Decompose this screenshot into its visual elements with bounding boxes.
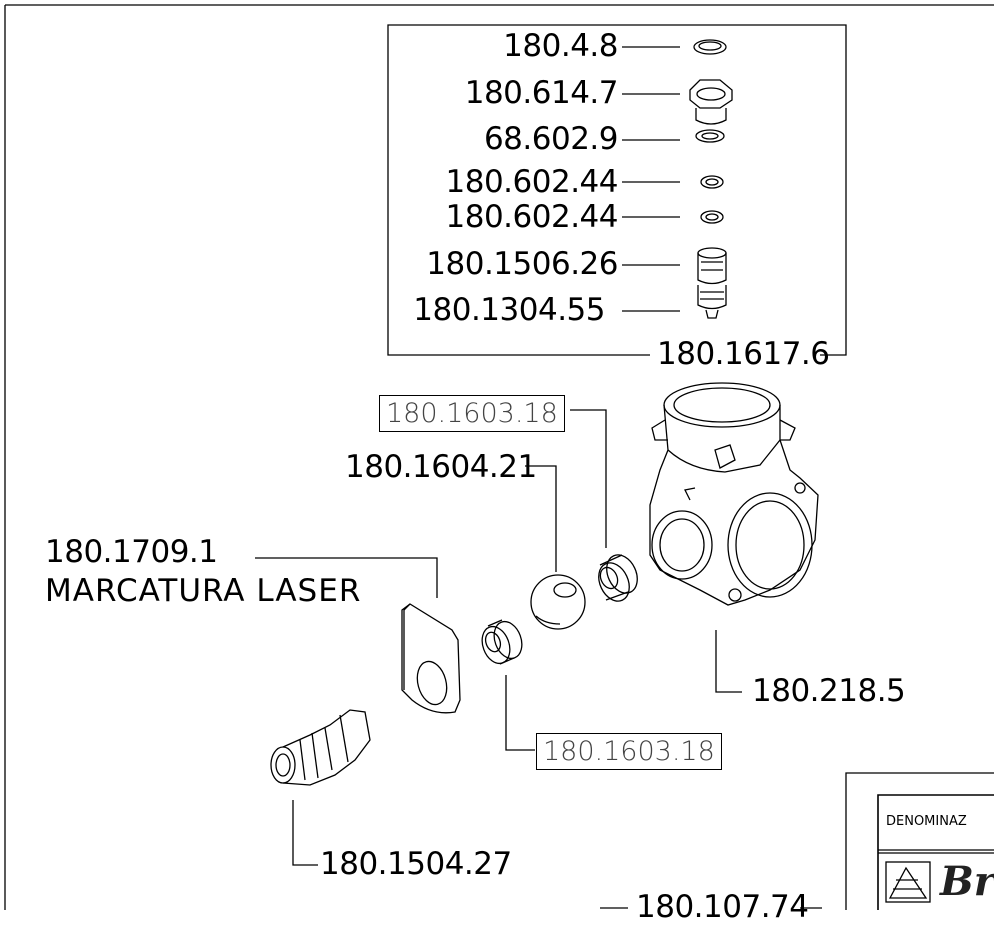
ball-code-label: 180.1604.21 (345, 449, 537, 485)
part-code-label: 180.602.44 (445, 199, 619, 235)
ball-leader (525, 465, 557, 572)
seat-top-code-box: 180.1603.18 (379, 395, 565, 432)
snap-ring-icon (693, 39, 727, 55)
o-ring-icon (700, 175, 724, 189)
plate-code-label: 180.1709.1 (45, 534, 218, 570)
bottom-cut-code-label: 180.107.74 (636, 889, 809, 925)
fitting-code-label: 180.1504.27 (320, 846, 512, 882)
laser-marking-note: MARCATURA LASER (45, 573, 362, 609)
fitting-part (270, 709, 371, 786)
part-code-label: 180.614.7 (464, 75, 619, 111)
body-code-label: 180.218.5 (752, 673, 906, 709)
plate-leader (255, 557, 438, 598)
part-code-label: 180.4.8 (503, 28, 618, 64)
seat-bottom-part (481, 619, 523, 665)
o-ring-icon (695, 129, 725, 143)
kit-box (387, 24, 847, 356)
seat-top-part (598, 554, 638, 602)
cartridge-icon (697, 247, 727, 285)
hex-nut-icon (689, 79, 733, 125)
title-field-label: DENOMINAZ (886, 814, 967, 829)
brand-name: Br (940, 858, 994, 905)
part-code-label: 180.602.44 (445, 164, 619, 200)
seat-bottom-leader (505, 675, 535, 751)
valve-body-part (649, 382, 819, 606)
fitting-leader (292, 800, 318, 866)
seat-top-leader (570, 409, 607, 548)
seat-bottom-code-box: 180.1603.18 (536, 733, 722, 770)
valve-core-icon (697, 285, 727, 319)
o-ring-icon (700, 210, 724, 224)
part-code-label: 180.1506.26 (426, 246, 618, 282)
body-leader (715, 630, 742, 693)
ball-part (530, 574, 586, 630)
part-code-label: 68.602.9 (483, 121, 619, 157)
title-block-frame (845, 772, 994, 910)
kit-code-label: 180.1617.6 (657, 336, 830, 372)
brand-logo-icon (885, 861, 931, 903)
part-code-label: 180.1304.55 (413, 292, 605, 328)
plate-part (401, 603, 461, 714)
